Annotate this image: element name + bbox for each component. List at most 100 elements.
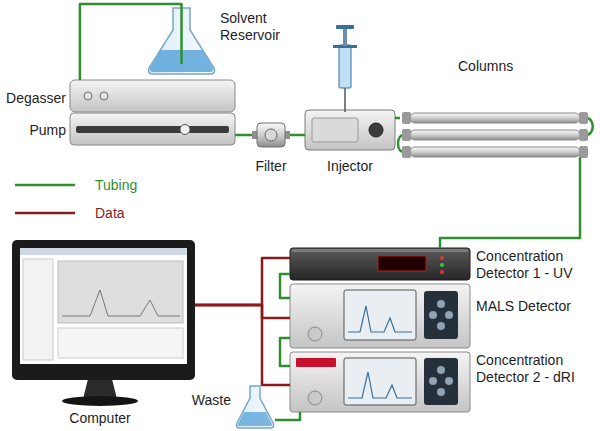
keypad-button <box>437 388 445 396</box>
device-label: Pump <box>2 122 66 139</box>
column-fitting <box>579 129 588 141</box>
flask-liquid <box>238 412 273 426</box>
injector-unit <box>305 25 395 150</box>
reservoir-node: Solvent Reservoir <box>148 8 215 74</box>
filter-housing <box>252 123 290 147</box>
keypad-button <box>437 322 445 330</box>
column-fitting <box>402 146 411 158</box>
keypad-button <box>445 311 453 319</box>
mals-body <box>290 284 470 348</box>
flask-glass <box>149 8 215 74</box>
column-fitting <box>579 146 588 158</box>
legend-line <box>15 212 75 215</box>
mals-keypad <box>424 291 458 339</box>
device-label: Degasser <box>2 90 66 107</box>
device-label: MALS Detector <box>476 298 596 315</box>
waste-node: Waste <box>235 386 275 428</box>
dri-badge <box>296 358 336 367</box>
flask-glass <box>236 386 273 428</box>
screen-peaks <box>348 372 412 398</box>
legend-line <box>15 184 75 187</box>
column-tube <box>410 130 580 140</box>
computer-monitor <box>12 240 195 406</box>
tubing-line <box>280 338 290 366</box>
injector-valve <box>369 123 383 137</box>
mals-detector <box>290 284 470 348</box>
keypad-button <box>429 311 437 319</box>
column-fitting <box>402 112 411 124</box>
uv-detector <box>290 248 470 280</box>
plot-trace <box>62 290 180 316</box>
data-line <box>195 258 290 305</box>
tubing-line <box>280 274 290 298</box>
tubing-line <box>395 117 400 120</box>
syringe-plunger <box>343 28 347 46</box>
column-fitting <box>402 129 411 141</box>
monitor-base <box>62 396 138 406</box>
dri-keypad <box>424 358 458 405</box>
dri-body <box>290 352 470 412</box>
computer-node: Computer <box>12 240 195 380</box>
tubing-line <box>235 134 252 137</box>
tubing-line <box>440 158 580 248</box>
keypad-button <box>429 377 437 385</box>
filter-cap <box>265 129 277 141</box>
injector-body <box>305 110 395 150</box>
data-line <box>195 305 290 318</box>
syringe-barrel <box>339 45 351 88</box>
uv-body <box>290 248 470 280</box>
uv-display <box>378 256 426 271</box>
monitor-bezel <box>12 240 195 380</box>
pump-knob <box>180 125 190 135</box>
keypad-button <box>437 300 445 308</box>
tubing-line <box>290 134 305 137</box>
degasser-pump-unit <box>70 80 235 145</box>
device-label: Waste <box>176 392 231 409</box>
maker-badge <box>308 391 322 405</box>
device-label: Concentration Detector 1 - UV <box>476 248 596 282</box>
window-plot <box>58 261 183 323</box>
tubing-line <box>275 412 300 420</box>
dri-screen <box>344 358 416 405</box>
device-label: Solvent Reservoir <box>220 10 302 44</box>
keypad-button <box>437 366 445 374</box>
degasser-knob <box>84 92 92 100</box>
reservoir-flask <box>149 8 215 74</box>
injector-panel <box>312 118 358 142</box>
pump-body <box>70 113 235 145</box>
device-label: Filter <box>236 158 306 175</box>
column-fitting <box>579 112 588 124</box>
column-tube <box>410 113 580 123</box>
degasser-body <box>70 80 235 112</box>
device-label: Computer <box>50 410 150 427</box>
status-led <box>440 270 444 274</box>
intake-tube <box>180 8 183 64</box>
keypad-button <box>445 377 453 385</box>
data-line <box>195 305 290 385</box>
column-tube <box>410 147 580 157</box>
dri-detector-node: Concentration Detector 2 - dRI <box>290 352 470 412</box>
filter-body <box>257 123 285 147</box>
tubing-line <box>80 4 182 80</box>
waste-flask <box>236 386 273 428</box>
filter-node: Filter <box>252 122 290 148</box>
maker-badge <box>308 327 322 341</box>
device-label: Concentration Detector 2 - dRI <box>476 352 596 386</box>
degasser-knob <box>100 92 108 100</box>
mals-detector-node: MALS Detector <box>290 284 470 348</box>
status-led <box>440 263 444 267</box>
device-label: Columns <box>458 58 548 75</box>
status-led <box>440 256 444 260</box>
pump-slot <box>76 126 229 133</box>
monitor-screen <box>20 248 187 364</box>
column-set <box>398 112 593 158</box>
uv-detector-node: Concentration Detector 1 - UV <box>290 248 470 280</box>
device-label: Injector <box>310 158 390 175</box>
legend-text: Data <box>95 205 125 222</box>
mals-screen <box>344 290 416 340</box>
uv-top-strip <box>292 249 468 252</box>
window-titlebar <box>20 248 187 255</box>
injector-node: Injector <box>305 110 395 150</box>
dri-detector <box>290 352 470 412</box>
